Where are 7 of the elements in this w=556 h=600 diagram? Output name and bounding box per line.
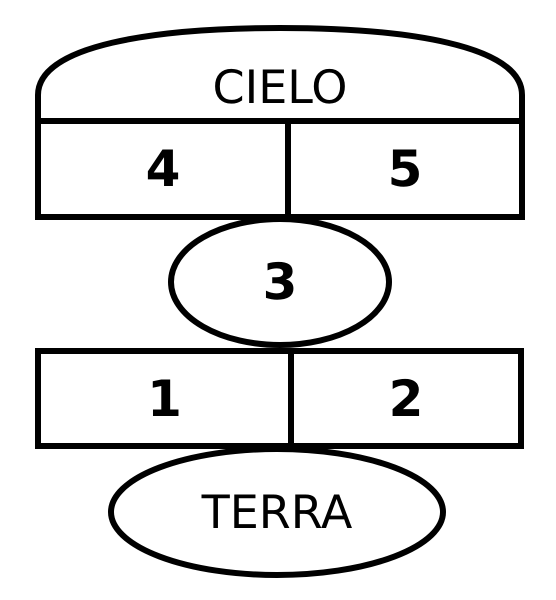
square-number: 3 bbox=[262, 253, 298, 311]
square-number: 1 bbox=[147, 370, 182, 428]
square-number: 5 bbox=[388, 140, 422, 198]
square-number: 4 bbox=[146, 140, 180, 198]
square-number: 2 bbox=[388, 370, 424, 428]
area-label: CIELO bbox=[212, 60, 348, 114]
area-label: TERRA bbox=[202, 485, 352, 539]
